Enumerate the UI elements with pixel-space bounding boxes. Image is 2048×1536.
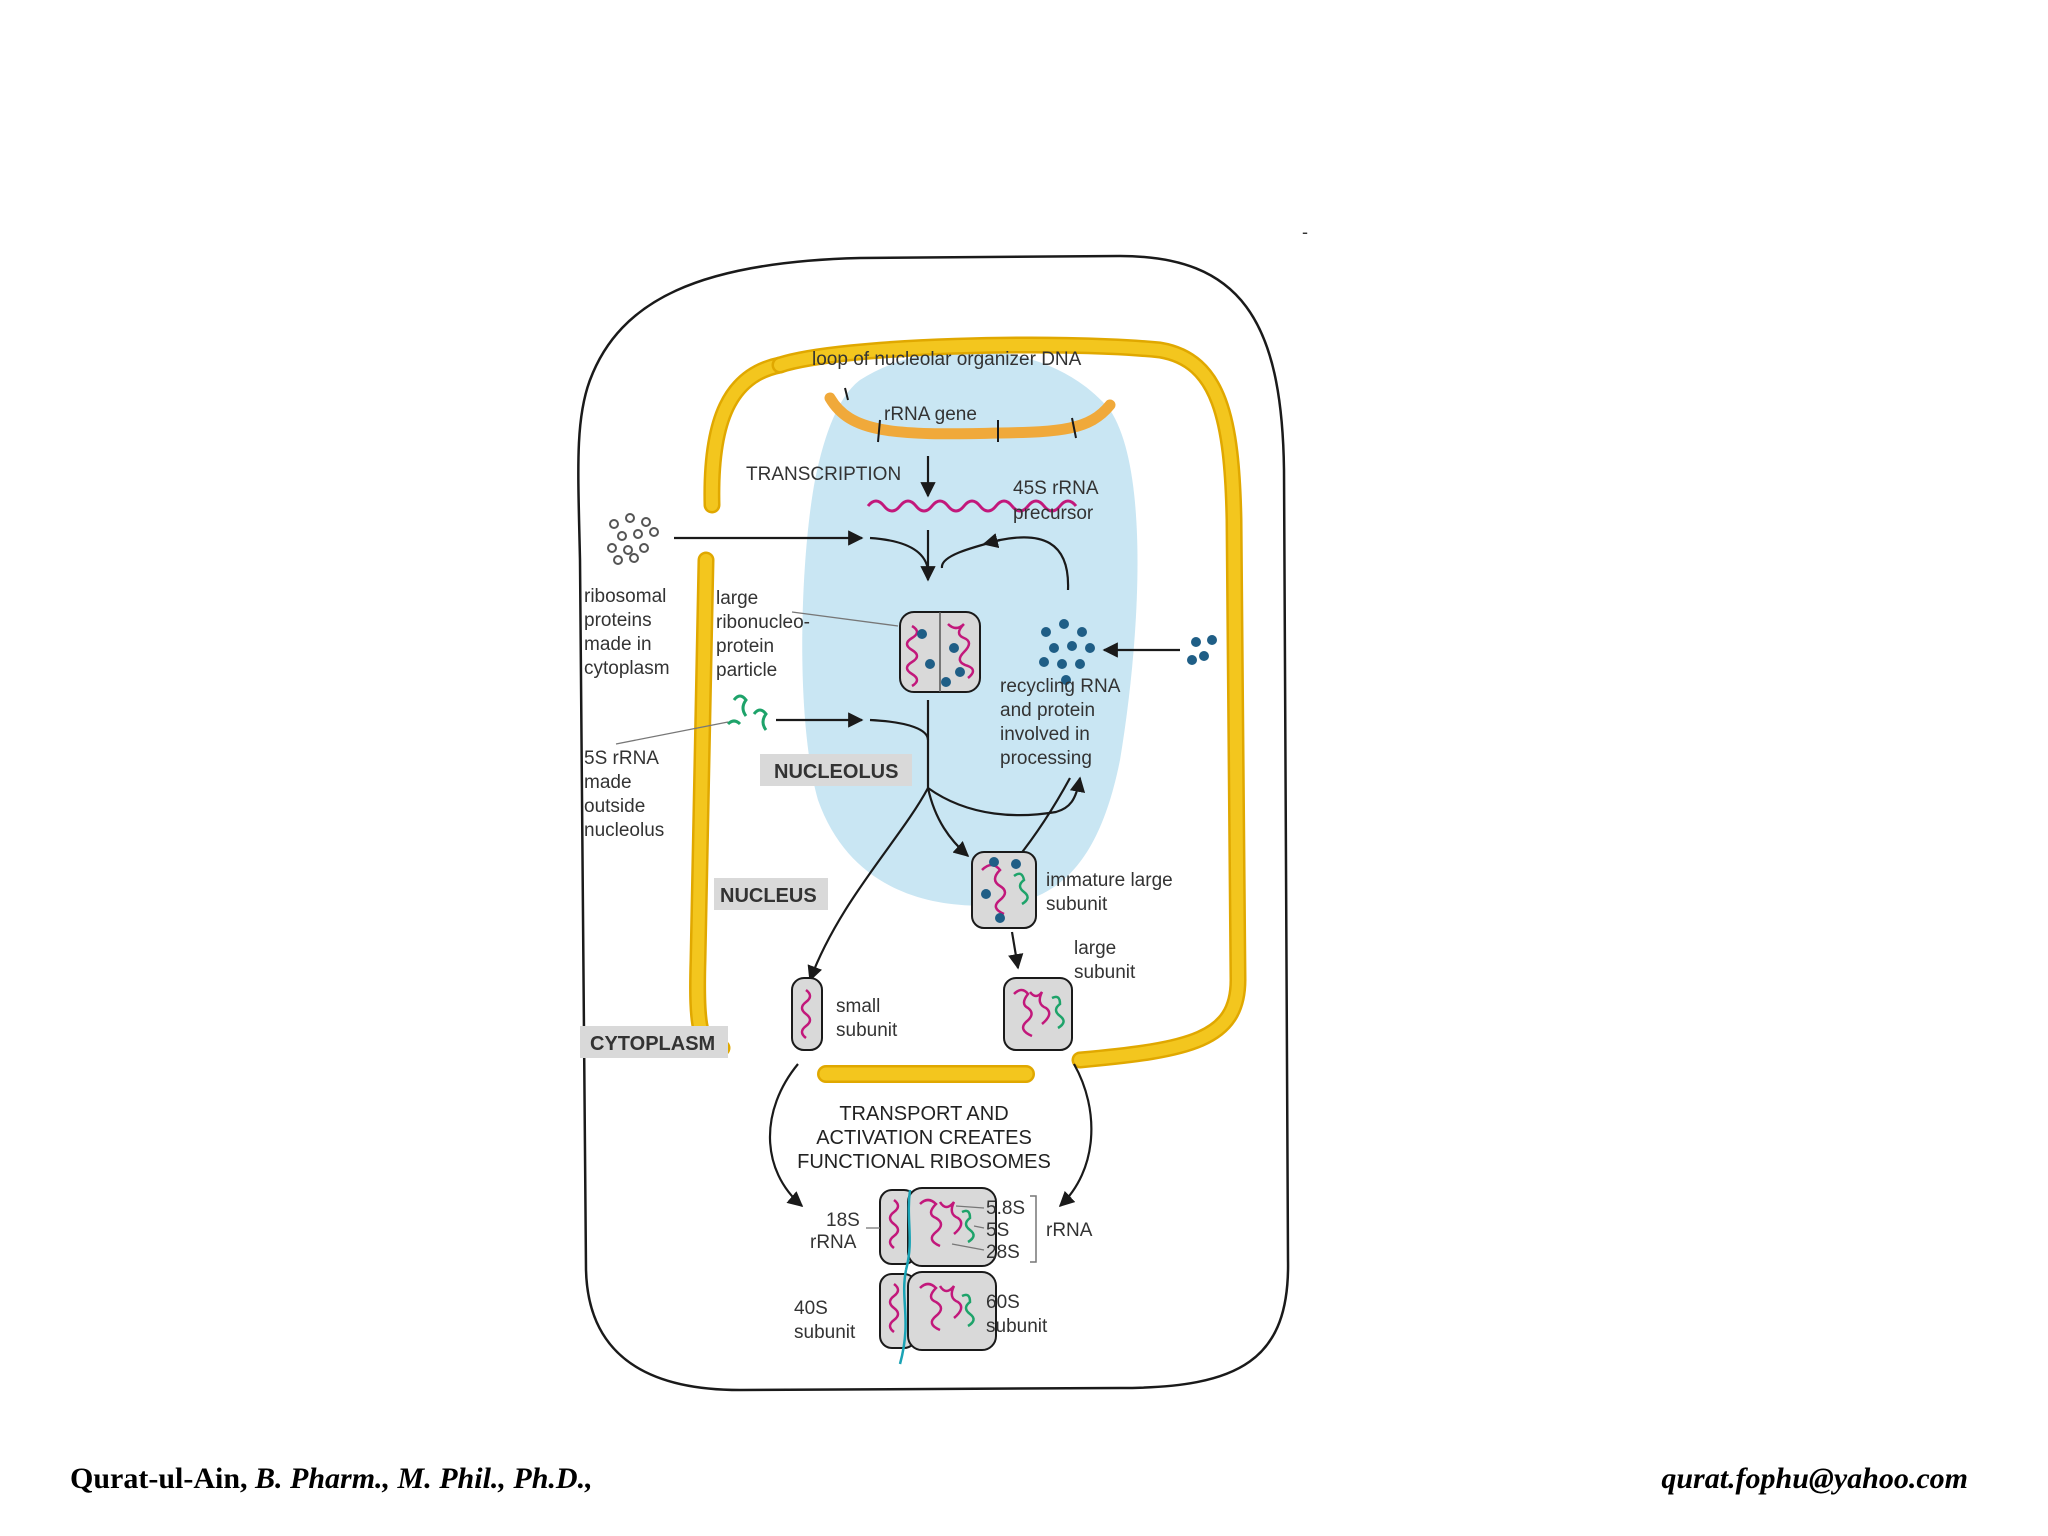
18s-label-1: 18S <box>826 1210 860 1231</box>
60s-label-2: subunit <box>986 1316 1048 1337</box>
cytoplasm-label-box <box>580 1026 728 1058</box>
author-name: Qurat-ul-Ain, <box>70 1462 248 1495</box>
functional-ribosome <box>879 1187 997 1271</box>
transport-caption-3: FUNCTIONAL RIBOSOMES <box>797 1151 1051 1173</box>
ribosomal-protein-dots <box>607 513 659 565</box>
stray-mark: - <box>1302 222 1308 242</box>
large-ribonucleoprotein-particle <box>899 611 981 693</box>
18s-label-2: rRNA <box>810 1232 857 1253</box>
immature-label-1: immature large <box>1046 870 1173 891</box>
dna-loop-label: loop of nucleolar organizer DNA <box>812 349 1082 370</box>
particle-label-1: large <box>716 588 758 609</box>
large-subunit <box>1003 977 1073 1051</box>
nucleus-label-box <box>714 878 828 910</box>
transport-caption-2: ACTIVATION CREATES <box>816 1127 1032 1149</box>
small-subunit-label-2: subunit <box>836 1020 898 1041</box>
rrna-type-5-8s: 5.8S <box>986 1198 1025 1219</box>
rrna-type-28s: 28S <box>986 1242 1020 1263</box>
large-export-arrow <box>1058 1063 1093 1208</box>
ribosomal-proteins-label-4: cytoplasm <box>584 658 670 679</box>
45s-precursor-rna <box>866 499 1078 513</box>
particle-leader-line <box>791 611 899 627</box>
5s-rrna-squiggles <box>726 694 768 731</box>
maturation-arrow <box>1008 931 1024 970</box>
large-subunit-label-1: large <box>1074 938 1116 959</box>
40s-label-1: 40S <box>794 1298 828 1319</box>
author-degrees: B. Pharm., M. Phil., Ph.D., <box>247 1462 593 1495</box>
particle-label-2: ribonucleo- <box>716 612 810 633</box>
cytoplasmic-dots <box>1187 635 1217 665</box>
recycling-dots <box>1039 619 1095 685</box>
60s-label-1: 60S <box>986 1292 1020 1313</box>
transport-caption-1: TRANSPORT AND <box>839 1103 1008 1125</box>
nucleolar-organizer-dna <box>824 387 1116 443</box>
rrna-gene-label: rRNA gene <box>884 404 977 425</box>
rrna-bracket <box>1030 1195 1037 1263</box>
particle-label-3: protein <box>716 636 774 657</box>
ribosomal-proteins-label-2: proteins <box>584 610 652 631</box>
immature-large-subunit <box>971 851 1037 929</box>
ribosomal-proteins-label-1: ribosomal <box>584 586 666 607</box>
author-credit: Qurat-ul-Ain, B. Pharm., M. Phil., Ph.D.… <box>70 1462 593 1496</box>
rrna-bracket-label: rRNA <box>1046 1220 1093 1241</box>
recycling-label-2: and protein <box>1000 700 1095 721</box>
5s-label-4: nucleolus <box>584 820 664 841</box>
small-subunit-arrow <box>807 787 929 982</box>
precursor-label-2: precursor <box>1013 503 1094 524</box>
author-email: qurat.fophu@yahoo.com <box>1661 1462 1968 1495</box>
recycling-label-1: recycling RNA <box>1000 676 1121 697</box>
recycle-return-arrow <box>940 536 1070 591</box>
5s-leader-line <box>615 721 729 745</box>
immature-label-2: subunit <box>1046 894 1108 915</box>
recycling-label-4: processing <box>1000 748 1092 769</box>
ribosomal-proteins-label-3: made in <box>584 634 652 655</box>
small-subunit-label-1: small <box>836 996 880 1017</box>
immature-arrow <box>926 787 970 858</box>
precursor-label-1: 45S rRNA <box>1013 478 1099 499</box>
large-subunit-label-2: subunit <box>1074 962 1136 983</box>
5s-label-1: 5S rRNA <box>584 748 659 769</box>
transcription-label: TRANSCRIPTION <box>746 464 901 485</box>
small-subunit <box>791 977 823 1051</box>
rrna-leaders <box>951 1205 985 1251</box>
particle-label-4: particle <box>716 660 777 681</box>
40s-label-2: subunit <box>794 1322 856 1343</box>
nucleolus-label: NUCLEOLUS <box>774 761 898 783</box>
rrna-type-5s: 5S <box>986 1220 1009 1241</box>
small-export-arrow <box>768 1063 804 1208</box>
ribosome-40s-60s <box>879 1269 997 1365</box>
nucleolus-label-box <box>760 754 912 786</box>
cell-outline <box>577 254 1290 1392</box>
cytoplasm-label: CYTOPLASM <box>590 1033 715 1055</box>
recycling-label-3: involved in <box>1000 724 1090 745</box>
nucleus-label: NUCLEUS <box>720 885 817 907</box>
recycling-branch-arrow <box>927 776 1086 817</box>
5s-label-2: made <box>584 772 632 793</box>
5s-label-3: outside <box>584 796 645 817</box>
